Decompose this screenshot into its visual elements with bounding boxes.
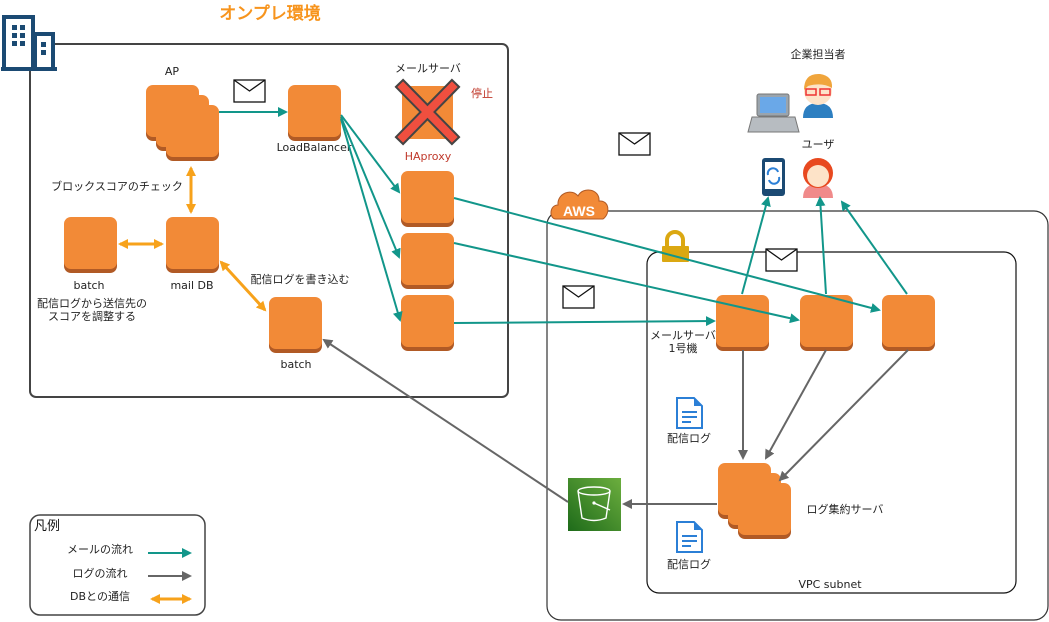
smartphone-icon: [762, 158, 785, 196]
mail-flow-aws2-to-user: [815, 196, 827, 295]
envelope-icon: [618, 132, 651, 156]
mail-flow-onprem3-to-aws1: [453, 316, 716, 327]
company-staff-avatar: [803, 73, 833, 118]
haproxy-label: HAproxy: [405, 150, 452, 163]
vpc-subnet-container: [646, 251, 1017, 594]
aws-mail-server-3[interactable]: [882, 295, 935, 351]
batch-right-server[interactable]: [269, 297, 322, 353]
mail-flow-lb-to-mail2: [340, 116, 401, 259]
aws-mail-server-1-label-1: メールサーバ: [650, 329, 716, 342]
aws-mail-server-2[interactable]: [800, 295, 853, 351]
envelope-icon: [562, 285, 595, 309]
onprem-mail-server-3[interactable]: [401, 295, 454, 351]
building-icon: [1, 15, 57, 71]
ap-server-stack[interactable]: [146, 85, 219, 161]
db-flow-maildb-batch: [219, 260, 267, 312]
haproxy-group-label: メールサーバ: [395, 62, 461, 75]
lock-icon: [662, 230, 689, 262]
log-aggregator-stack[interactable]: [718, 463, 791, 539]
s3-bucket-icon[interactable]: [568, 478, 621, 531]
block-score-label: ブロックスコアのチェック: [51, 179, 183, 193]
onprem-container: [29, 43, 509, 398]
envelope-icon: [233, 79, 266, 103]
mail-flow-onprem2-to-aws2: [453, 242, 800, 324]
legend-label-db: DBとの通信: [70, 590, 130, 603]
batch-left-desc-1: 配信ログから送信先の: [37, 296, 147, 310]
mail-flow-onprem1-to-aws3: [453, 197, 881, 313]
onprem-title: オンプレ環境: [219, 3, 321, 24]
log-flow-s3-to-batch: [322, 338, 569, 503]
laptop-icon: [747, 93, 800, 133]
envelope-icon: [765, 248, 798, 272]
batch-right-label: batch: [280, 358, 311, 371]
log-document-label-2: 配信ログ: [667, 557, 711, 571]
loadbalancer-server[interactable]: [288, 85, 341, 141]
log-aggregator-label: ログ集約サーバ: [807, 502, 884, 516]
log-flow-aws3-to-aggregator: [778, 349, 909, 482]
aws-container: [546, 210, 1049, 621]
mail-db-server[interactable]: [166, 217, 219, 273]
aws-cloud-badge: AWS: [550, 189, 609, 220]
haproxy-status: 停止: [471, 86, 493, 100]
batch-left-label: batch: [73, 279, 104, 292]
legend-label-mail: メールの流れ: [67, 542, 133, 556]
batch-left-server[interactable]: [64, 217, 117, 273]
svg-text:AWS: AWS: [563, 203, 595, 219]
user-label: ユーザ: [802, 138, 835, 151]
log-document-icon: [676, 397, 703, 429]
haproxy-stopped-server[interactable]: [394, 78, 461, 146]
vpc-subnet-label: VPC subnet: [798, 578, 862, 591]
log-flow-aws2-to-aggregator: [765, 349, 827, 460]
legend-title: 凡例: [34, 519, 60, 534]
batch-left-desc-2: スコアを調整する: [48, 309, 136, 323]
aws-mail-server-1-label-2: 1号機: [669, 341, 698, 355]
onprem-mail-server-2[interactable]: [401, 233, 454, 289]
mail-flow-lb-to-mail1: [340, 114, 401, 194]
legend: 凡例 メールの流れ ログの流れ DBとの通信: [29, 514, 206, 616]
write-log-label: 配信ログを書き込む: [251, 272, 350, 286]
loadbalancer-label: LoadBalancer: [277, 141, 352, 154]
mail-flow-aws1-to-smartphone: [741, 196, 771, 295]
user-avatar: [803, 158, 833, 198]
mail-flow-aws3-to-user: [840, 200, 908, 295]
mail-flow-lb-to-mail3: [340, 118, 403, 322]
log-document-icon: [676, 521, 703, 553]
company-staff-label: 企業担当者: [791, 47, 846, 61]
ap-label: AP: [165, 65, 180, 78]
log-document-label-1: 配信ログ: [667, 431, 711, 445]
legend-label-log: ログの流れ: [73, 566, 128, 580]
mail-db-label: mail DB: [170, 279, 213, 292]
onprem-mail-server-1[interactable]: [401, 171, 454, 227]
